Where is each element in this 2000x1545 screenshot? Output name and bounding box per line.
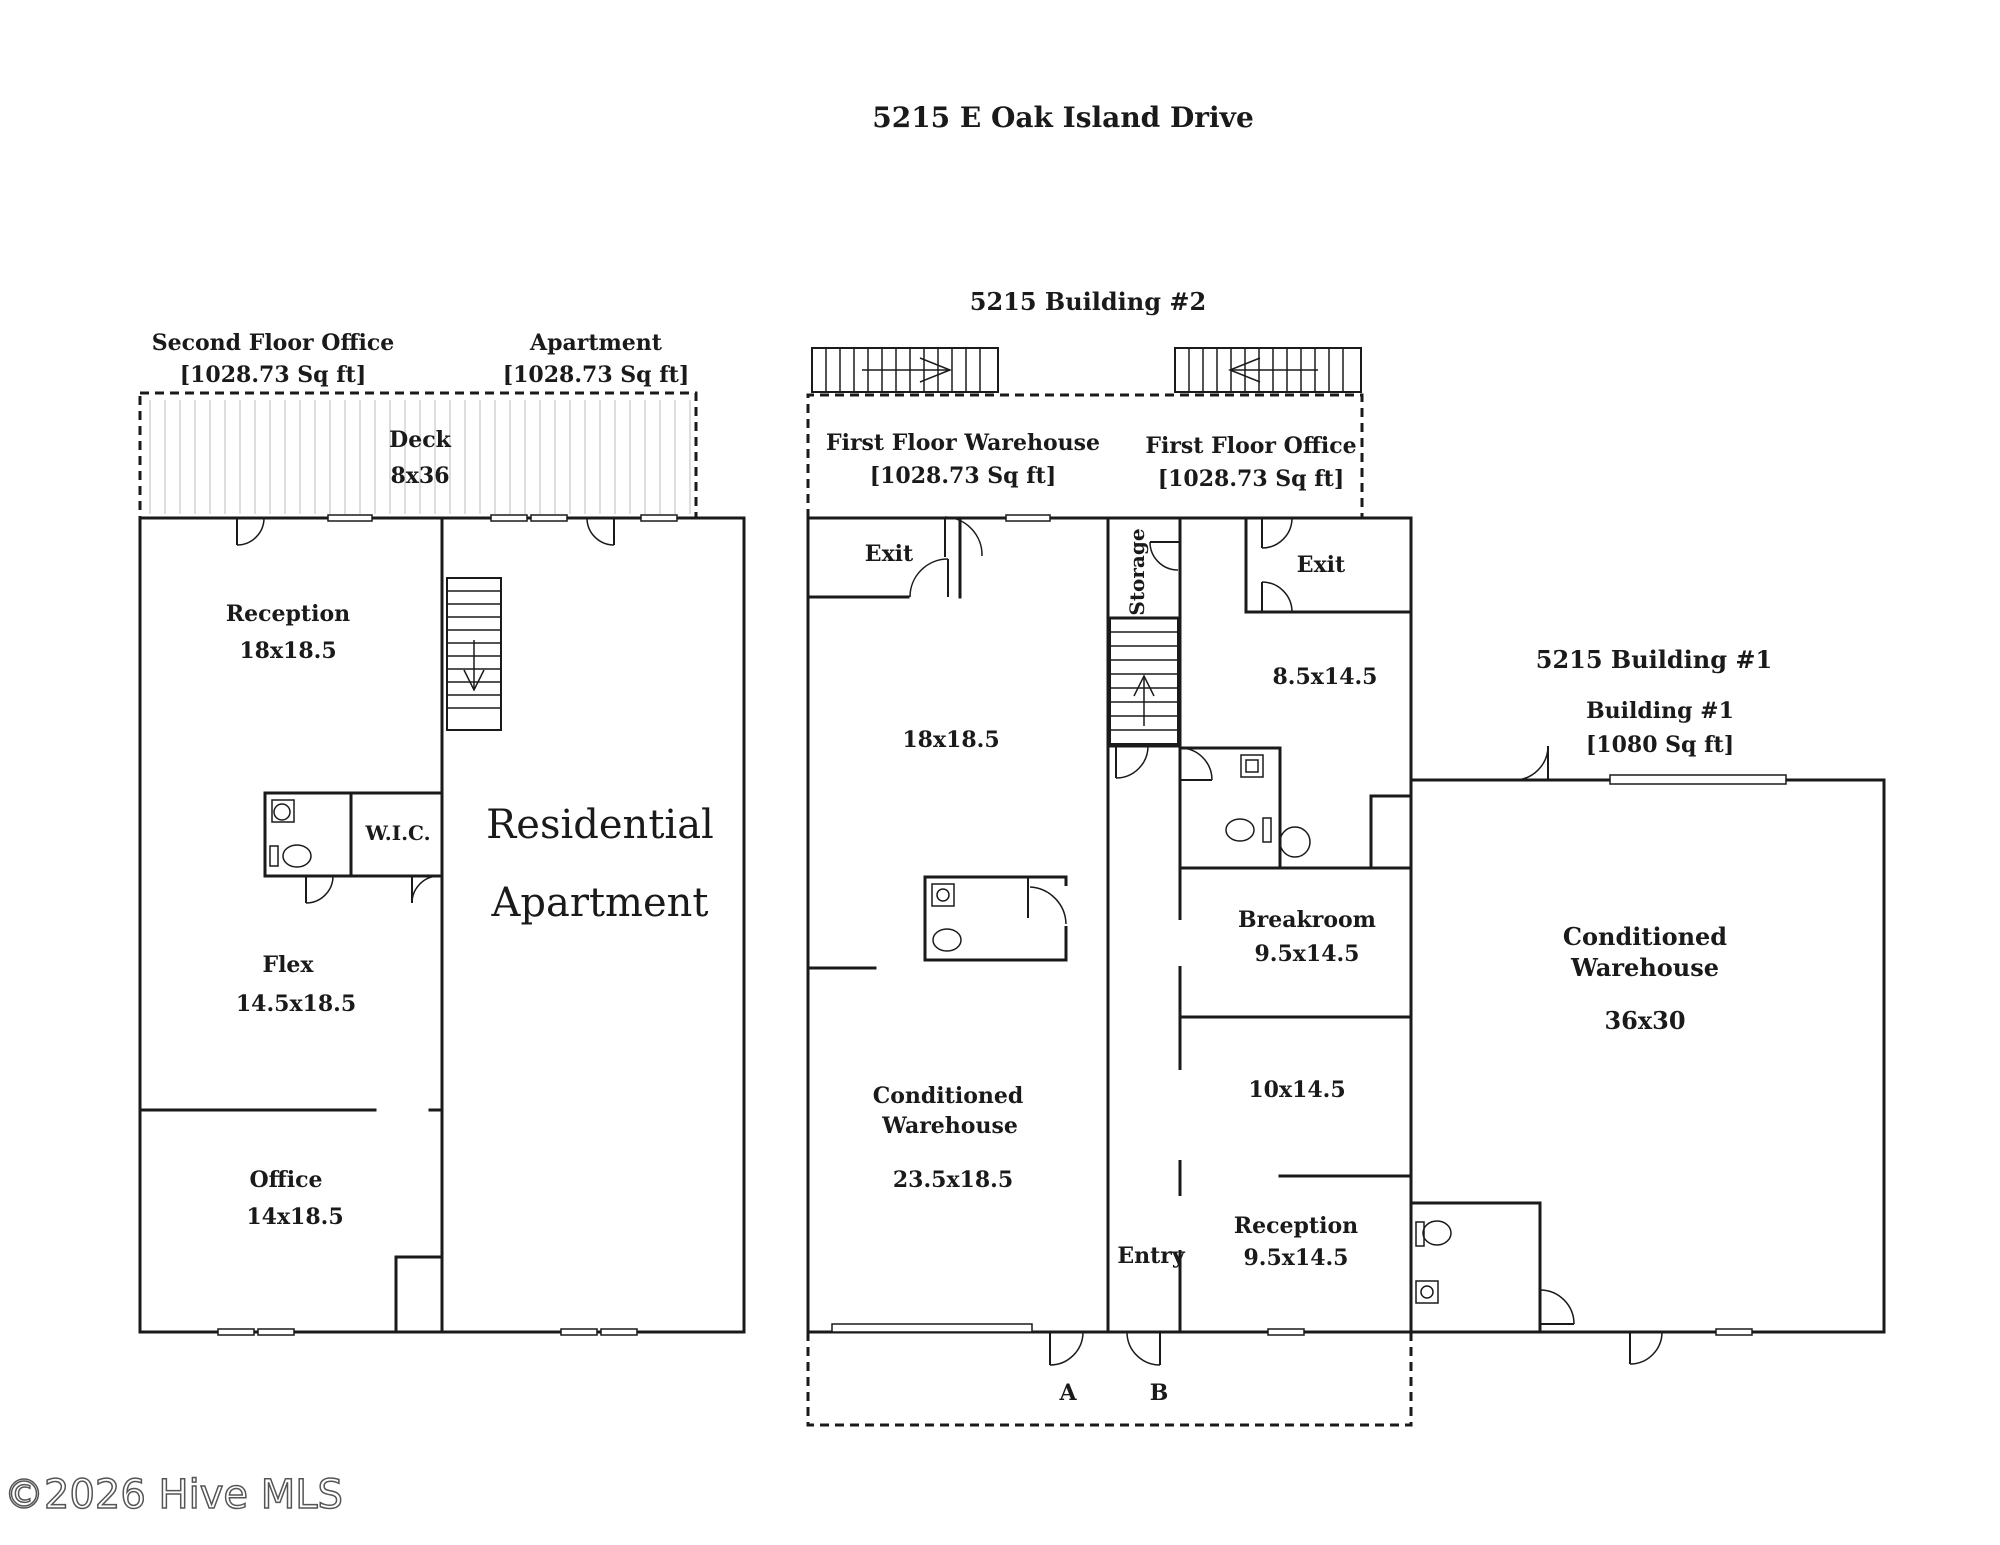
window	[490, 514, 528, 522]
first-floor-office-sqft: [1028.73 Sq ft]	[1158, 466, 1345, 492]
breakroom-dimensions: 9.5x14.5	[1255, 941, 1360, 967]
closet	[394, 1255, 444, 1334]
toilet-icon	[1225, 818, 1255, 842]
office-dimensions: 14x18.5	[246, 1204, 343, 1230]
window	[1267, 1328, 1305, 1336]
building-1-sqft: [1080 Sq ft]	[1586, 732, 1734, 758]
sink-icon	[931, 883, 955, 907]
building-1-outer-wall	[1409, 778, 1886, 1334]
lower-porch-outline	[806, 1332, 1413, 1427]
building-1-subtitle: Building #1	[1586, 698, 1734, 724]
window	[257, 1328, 295, 1336]
reception-dimensions: 18x18.5	[239, 638, 336, 664]
conditioned-warehouse-label-2: Warehouse	[881, 1113, 1018, 1139]
entry-label: Entry	[1117, 1243, 1186, 1269]
toilet-icon	[282, 844, 312, 868]
room-10-dimensions: 10x14.5	[1248, 1077, 1345, 1103]
deck-outline	[138, 391, 698, 520]
bathroom	[1178, 746, 1413, 870]
door[interactable]	[1179, 747, 1213, 781]
door-a-label: A	[1058, 1380, 1077, 1406]
exit-right-label: Exit	[1297, 552, 1346, 578]
deck-dimensions: 8x36	[390, 463, 449, 489]
flex-label: Flex	[262, 952, 314, 978]
exterior-stairs-left	[811, 347, 999, 393]
first-floor-office-title: First Floor Office	[1145, 433, 1356, 459]
closet	[1369, 794, 1413, 870]
bathroom	[923, 875, 1069, 962]
walk-in-closet	[349, 791, 444, 904]
window	[831, 1323, 1033, 1333]
reception-dimensions: 9.5x14.5	[1244, 1245, 1349, 1271]
door-b[interactable]	[1126, 1331, 1161, 1366]
door[interactable]	[586, 517, 615, 546]
conditioned-warehouse-dimensions: 23.5x18.5	[893, 1167, 1013, 1193]
apartment-sqft: [1028.73 Sq ft]	[503, 362, 690, 388]
flex-dimensions: 14.5x18.5	[236, 991, 356, 1017]
conditioned-warehouse-label-1: Conditioned	[873, 1083, 1024, 1109]
apartment-title: Apartment	[529, 330, 663, 356]
first-floor-warehouse-sqft: [1028.73 Sq ft]	[870, 463, 1057, 489]
warehouse-upper-dimensions: 18x18.5	[902, 727, 999, 753]
page-title: 5215 E Oak Island Drive	[872, 101, 1254, 134]
sink-icon	[1240, 754, 1264, 778]
door-a[interactable]	[1049, 1331, 1084, 1366]
storage-label: Storage	[1125, 528, 1149, 615]
window	[530, 514, 568, 522]
second-floor-office-sqft: [1028.73 Sq ft]	[180, 362, 367, 388]
room-dimensions: 8.5x14.5	[1273, 664, 1378, 690]
left-building: Second Floor Office [1028.73 Sq ft] Apar…	[138, 330, 746, 1336]
building-2: 5215 Building #2	[806, 287, 1414, 1427]
bathroom	[263, 791, 353, 904]
first-floor-warehouse-title: First Floor Warehouse	[826, 430, 1100, 456]
exterior-stairs-right	[1174, 347, 1362, 393]
conditioned-warehouse-label-2: Warehouse	[1570, 953, 1719, 982]
sink-icon	[273, 803, 291, 821]
water-heater-icon	[1279, 826, 1311, 858]
reception-label: Reception	[226, 601, 350, 627]
window	[640, 514, 678, 522]
exit-room-left	[806, 516, 983, 599]
wic-label: W.I.C.	[364, 821, 430, 845]
upper-deck-outline	[806, 393, 1364, 518]
window	[217, 1328, 255, 1336]
deck-hatching	[149, 400, 691, 514]
door[interactable]	[1629, 1331, 1663, 1365]
building-2-title: 5215 Building #2	[970, 287, 1206, 316]
conditioned-warehouse-dimensions: 36x30	[1604, 1006, 1685, 1035]
door[interactable]	[236, 517, 265, 546]
toilet-icon	[1422, 1220, 1452, 1246]
deck-label: Deck	[389, 427, 451, 453]
conditioned-warehouse-label-1: Conditioned	[1563, 922, 1727, 951]
toilet-icon	[932, 928, 962, 952]
window	[1715, 1328, 1753, 1336]
window	[1609, 774, 1787, 785]
breakroom-label: Breakroom	[1238, 907, 1376, 933]
window	[600, 1328, 638, 1336]
interior-stairs	[1109, 617, 1179, 745]
sink-icon	[1415, 1280, 1439, 1304]
door[interactable]	[1115, 745, 1149, 779]
residential-apartment-label-2: Apartment	[491, 880, 709, 926]
stairs	[446, 577, 502, 731]
window	[327, 514, 373, 522]
watermark: ©2026 Hive MLS	[4, 1472, 343, 1518]
door-b-label: B	[1150, 1380, 1169, 1406]
window	[1005, 514, 1051, 522]
window	[560, 1328, 598, 1336]
exit-left-label: Exit	[865, 541, 914, 567]
bathroom	[1409, 1201, 1575, 1334]
residential-apartment-label-1: Residential	[486, 802, 714, 848]
building-1-title: 5215 Building #1	[1536, 645, 1772, 674]
exit-room-right	[1244, 516, 1413, 614]
second-floor-office-title: Second Floor Office	[152, 330, 395, 356]
reception-label: Reception	[1234, 1213, 1358, 1239]
door[interactable]	[1513, 745, 1549, 781]
building-1: 5215 Building #1 Building #1 [1080 Sq ft…	[1409, 645, 1886, 1365]
office-label: Office	[250, 1167, 323, 1193]
